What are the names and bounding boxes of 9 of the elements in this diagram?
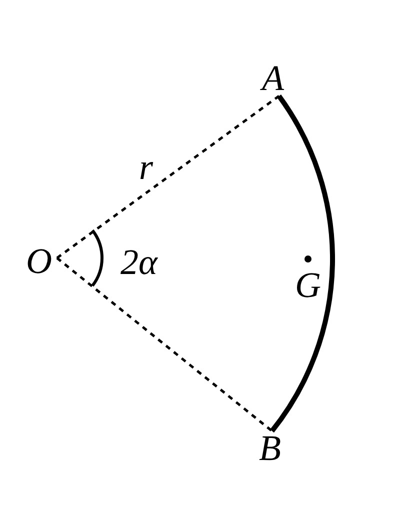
point-label: B xyxy=(257,433,283,465)
point-label: G xyxy=(294,270,322,302)
point-label: O xyxy=(24,246,54,278)
point-label: A xyxy=(261,63,285,95)
dashed-radius-line xyxy=(56,95,280,259)
arc xyxy=(270,94,335,432)
edge-label: r xyxy=(138,152,154,184)
dashed-radius-line xyxy=(56,257,273,432)
angle-label: 2α xyxy=(120,247,159,279)
